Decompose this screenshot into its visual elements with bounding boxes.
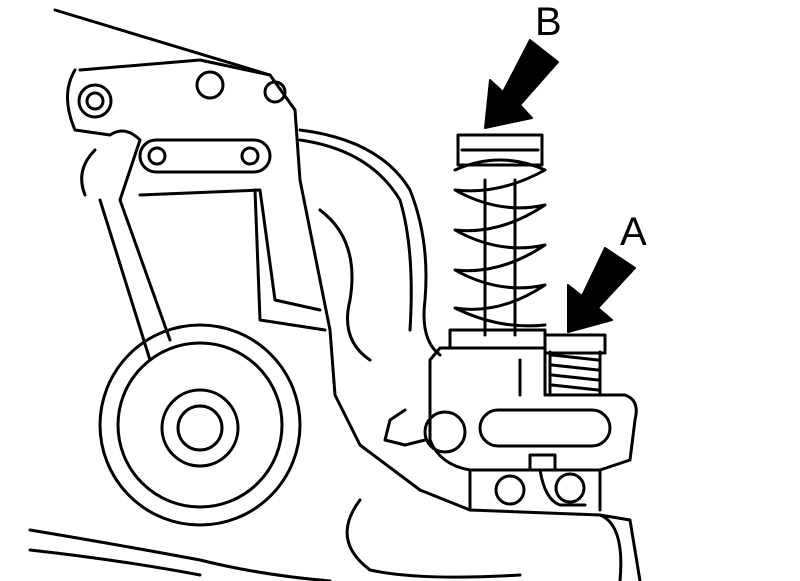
spring-a bbox=[543, 333, 607, 397]
label-b: B bbox=[535, 0, 562, 44]
pulley bbox=[98, 323, 302, 527]
label-a: A bbox=[620, 210, 647, 254]
bracket-plate bbox=[53, 8, 642, 581]
spring-b bbox=[448, 133, 547, 350]
arrow-a-icon bbox=[567, 247, 636, 333]
cable bbox=[298, 128, 442, 362]
mounting-holes bbox=[77, 70, 287, 174]
lower-arm bbox=[28, 498, 623, 581]
arrow-b-icon bbox=[484, 39, 559, 129]
housing-block bbox=[383, 346, 638, 512]
